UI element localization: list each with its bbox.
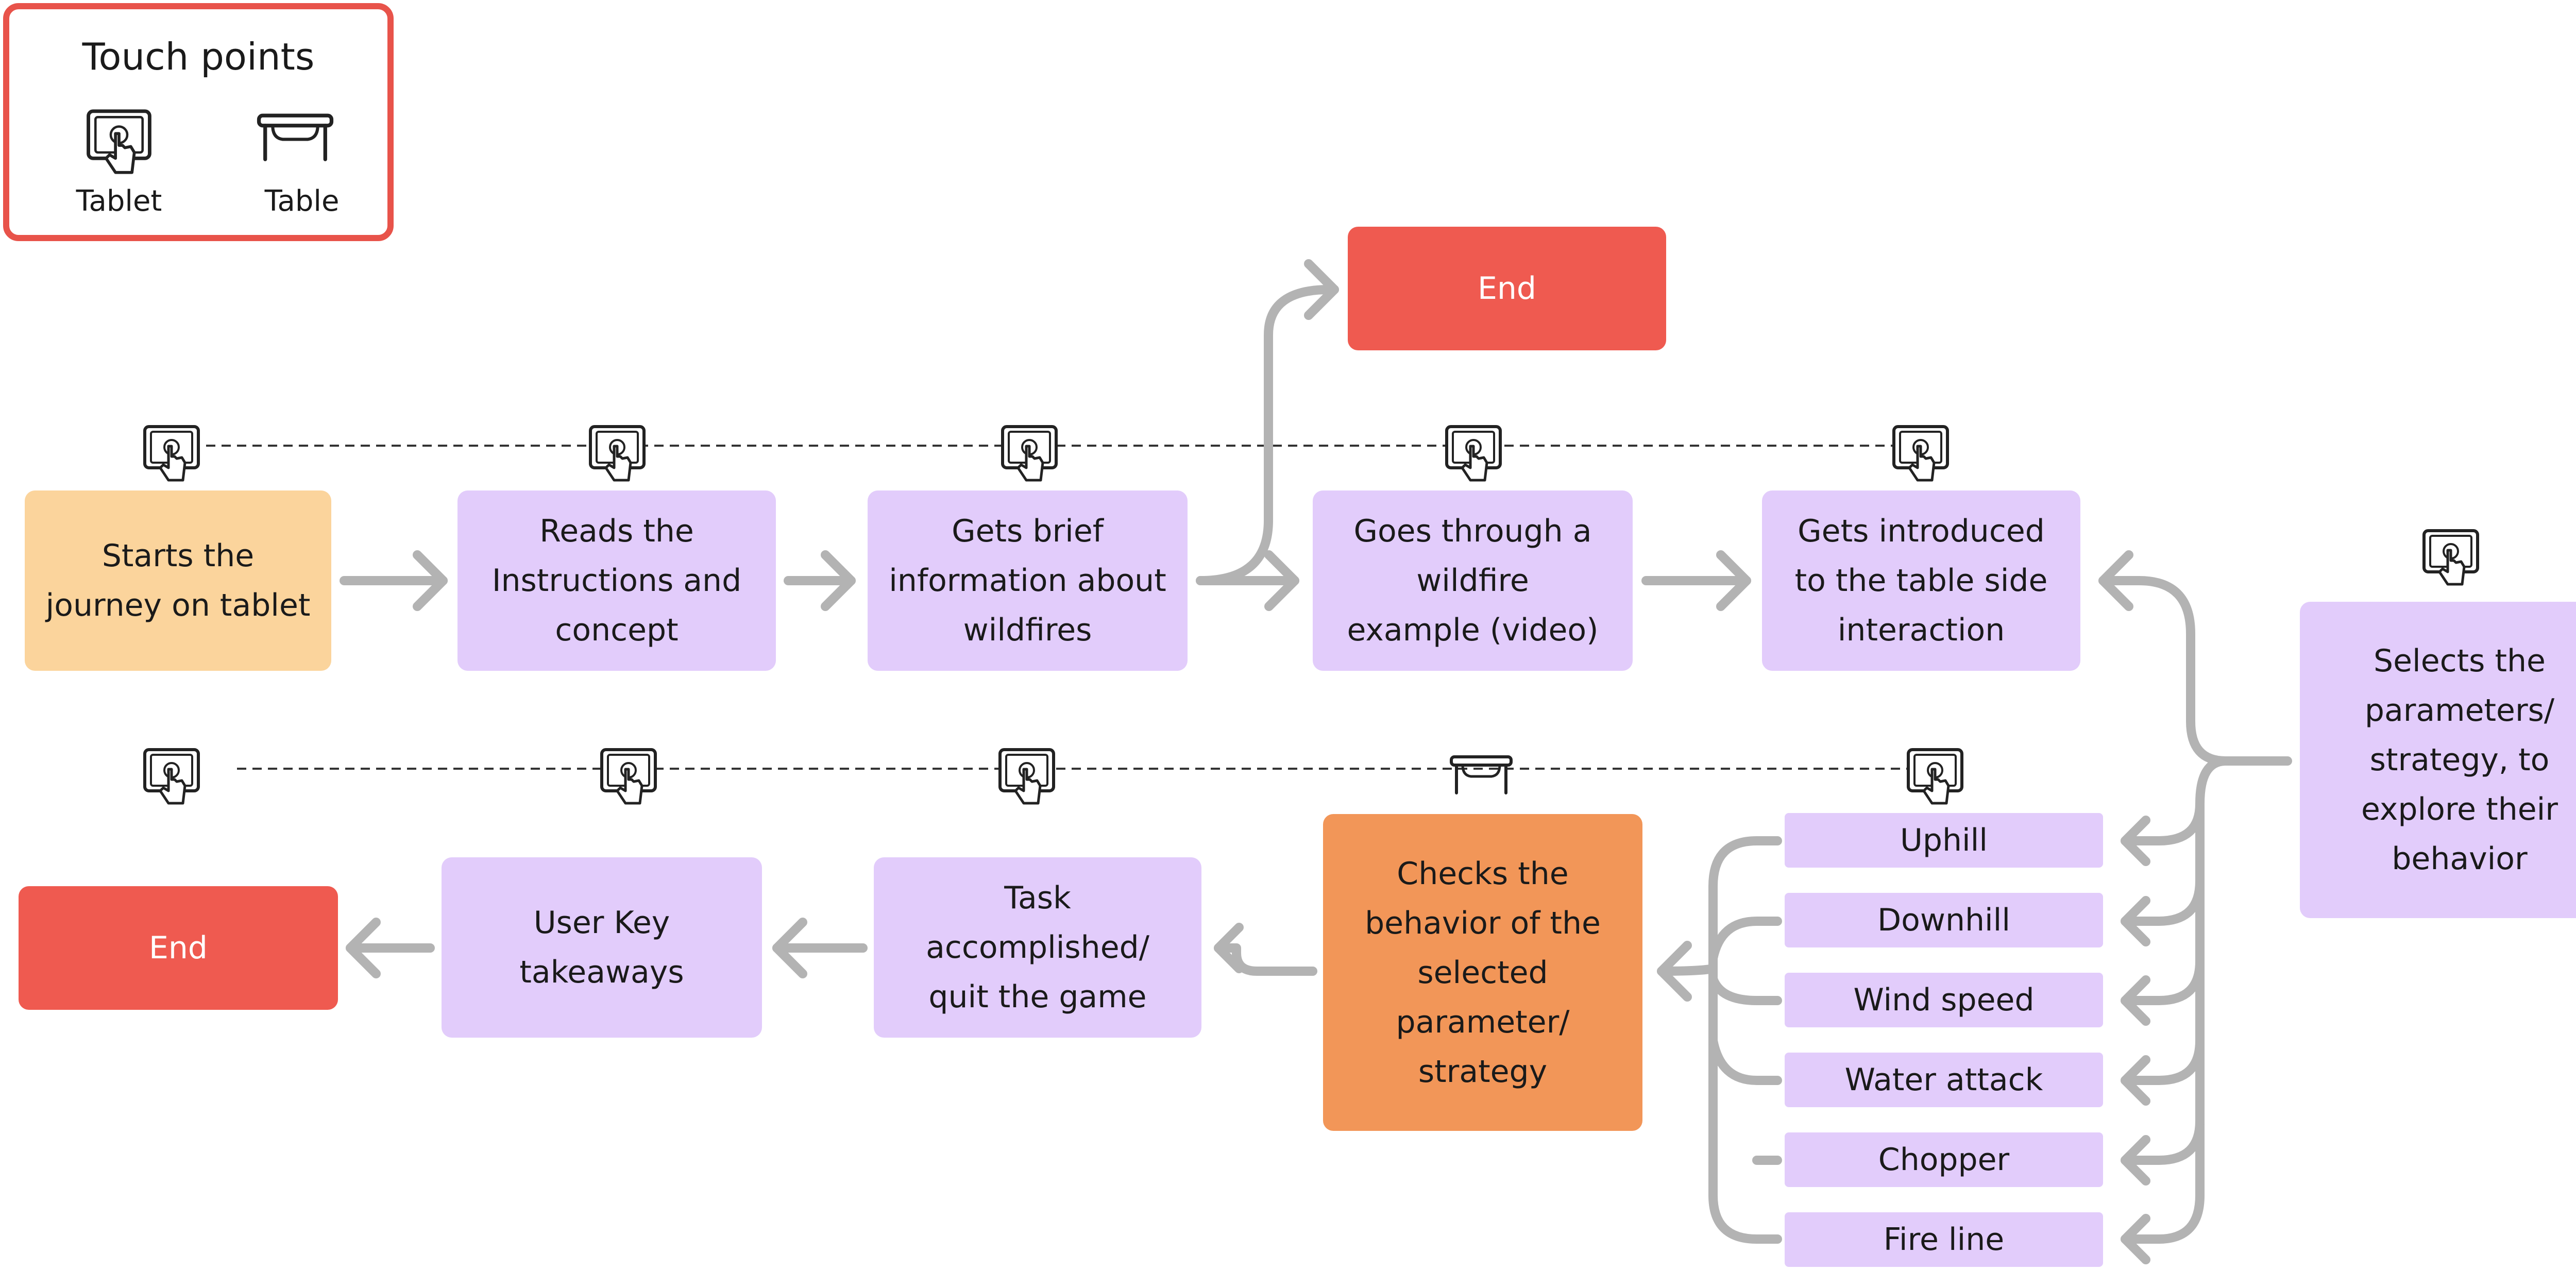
arrow-reads-to-brief	[784, 550, 856, 611]
arrow-checks-to-task	[1214, 923, 1317, 976]
arrow-example-to-table-intro	[1641, 550, 1751, 611]
node-brief-information: Gets brief information about wildfires	[868, 490, 1188, 671]
arrow-start-to-reads	[340, 550, 448, 611]
tablet-touch-icon	[602, 750, 655, 803]
tablet-touch-icon	[1003, 427, 1056, 480]
tablet-touch-icon	[2424, 531, 2478, 584]
tablet-touch-icon	[145, 427, 198, 480]
legend-label-table: Table	[264, 184, 340, 218]
node-user-takeaways: User Key takeaways	[442, 857, 762, 1038]
arrow-takeaways-to-end	[346, 918, 435, 978]
node-table-intro: Gets introduced to the table side intera…	[1762, 490, 2080, 671]
tablet-touch-icon	[75, 99, 163, 182]
parameter-wind-speed: Wind speed	[1785, 973, 2103, 1027]
node-selects-parameters: Selects the parameters/ strategy, to exp…	[2300, 602, 2576, 918]
node-start: Starts the journey on tablet	[25, 490, 331, 671]
node-reads-instructions: Reads the Instructions and concept	[457, 490, 776, 671]
legend-title: Touch points	[82, 35, 315, 78]
tablet-touch-icon	[590, 427, 644, 480]
arrow-parameters-to-checks	[1657, 836, 1782, 1244]
parameter-water-attack: Water attack	[1785, 1053, 2103, 1107]
node-wildfire-example: Goes through a wildfire example (video)	[1313, 490, 1633, 671]
parameter-chopper: Chopper	[1785, 1132, 2103, 1187]
table-icon	[1451, 757, 1511, 793]
node-checks-behavior: Checks the behavior of the selected para…	[1323, 814, 1642, 1131]
tablet-touch-icon	[1908, 750, 1962, 803]
legend-label-tablet: Tablet	[76, 184, 162, 218]
tablet-touch-icon	[1000, 750, 1054, 803]
tablet-touch-icon	[1894, 427, 1947, 480]
arrow-brief-to-end	[1196, 259, 1339, 585]
parameter-uphill: Uphill	[1785, 813, 2103, 868]
node-task-accomplished: Task accomplished/ quit the game	[874, 857, 1201, 1038]
parameter-downhill: Downhill	[1785, 893, 2103, 947]
arrow-selects-to-table-intro	[2098, 550, 2292, 766]
table-icon	[251, 102, 339, 174]
arrow-task-to-takeaways	[772, 918, 868, 978]
arrow-selects-to-parameters	[2121, 756, 2230, 1264]
tablet-touch-icon	[145, 750, 198, 803]
node-end-bottom: End	[19, 886, 338, 1010]
node-end-top: End	[1348, 227, 1666, 350]
parameter-fire-line: Fire line	[1785, 1212, 2103, 1267]
tablet-touch-icon	[1447, 427, 1500, 480]
touch-points-legend: Touch points Tablet Table	[3, 3, 394, 241]
